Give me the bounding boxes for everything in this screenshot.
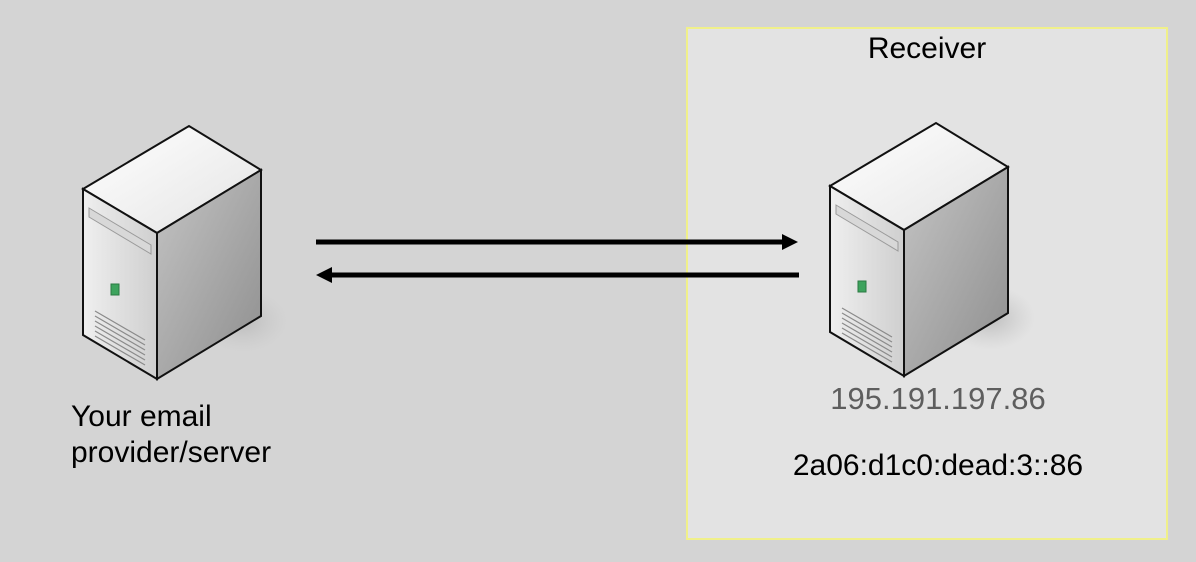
- arrow-left-icon: [316, 267, 799, 283]
- arrow-right-icon: [316, 234, 798, 250]
- sender-label: Your email provider/server: [71, 399, 271, 471]
- server-icon: [828, 121, 1035, 378]
- receiver-title: Receiver: [867, 32, 987, 65]
- sender-label-line1: Your email: [71, 400, 212, 433]
- receiver-ipv6: 2a06:d1c0:dead:3::86: [792, 449, 1084, 482]
- sender-label-line2: provider/server: [71, 436, 272, 469]
- receiver-ipv4: 195.191.197.86: [830, 381, 1046, 416]
- server-icon: [81, 124, 288, 381]
